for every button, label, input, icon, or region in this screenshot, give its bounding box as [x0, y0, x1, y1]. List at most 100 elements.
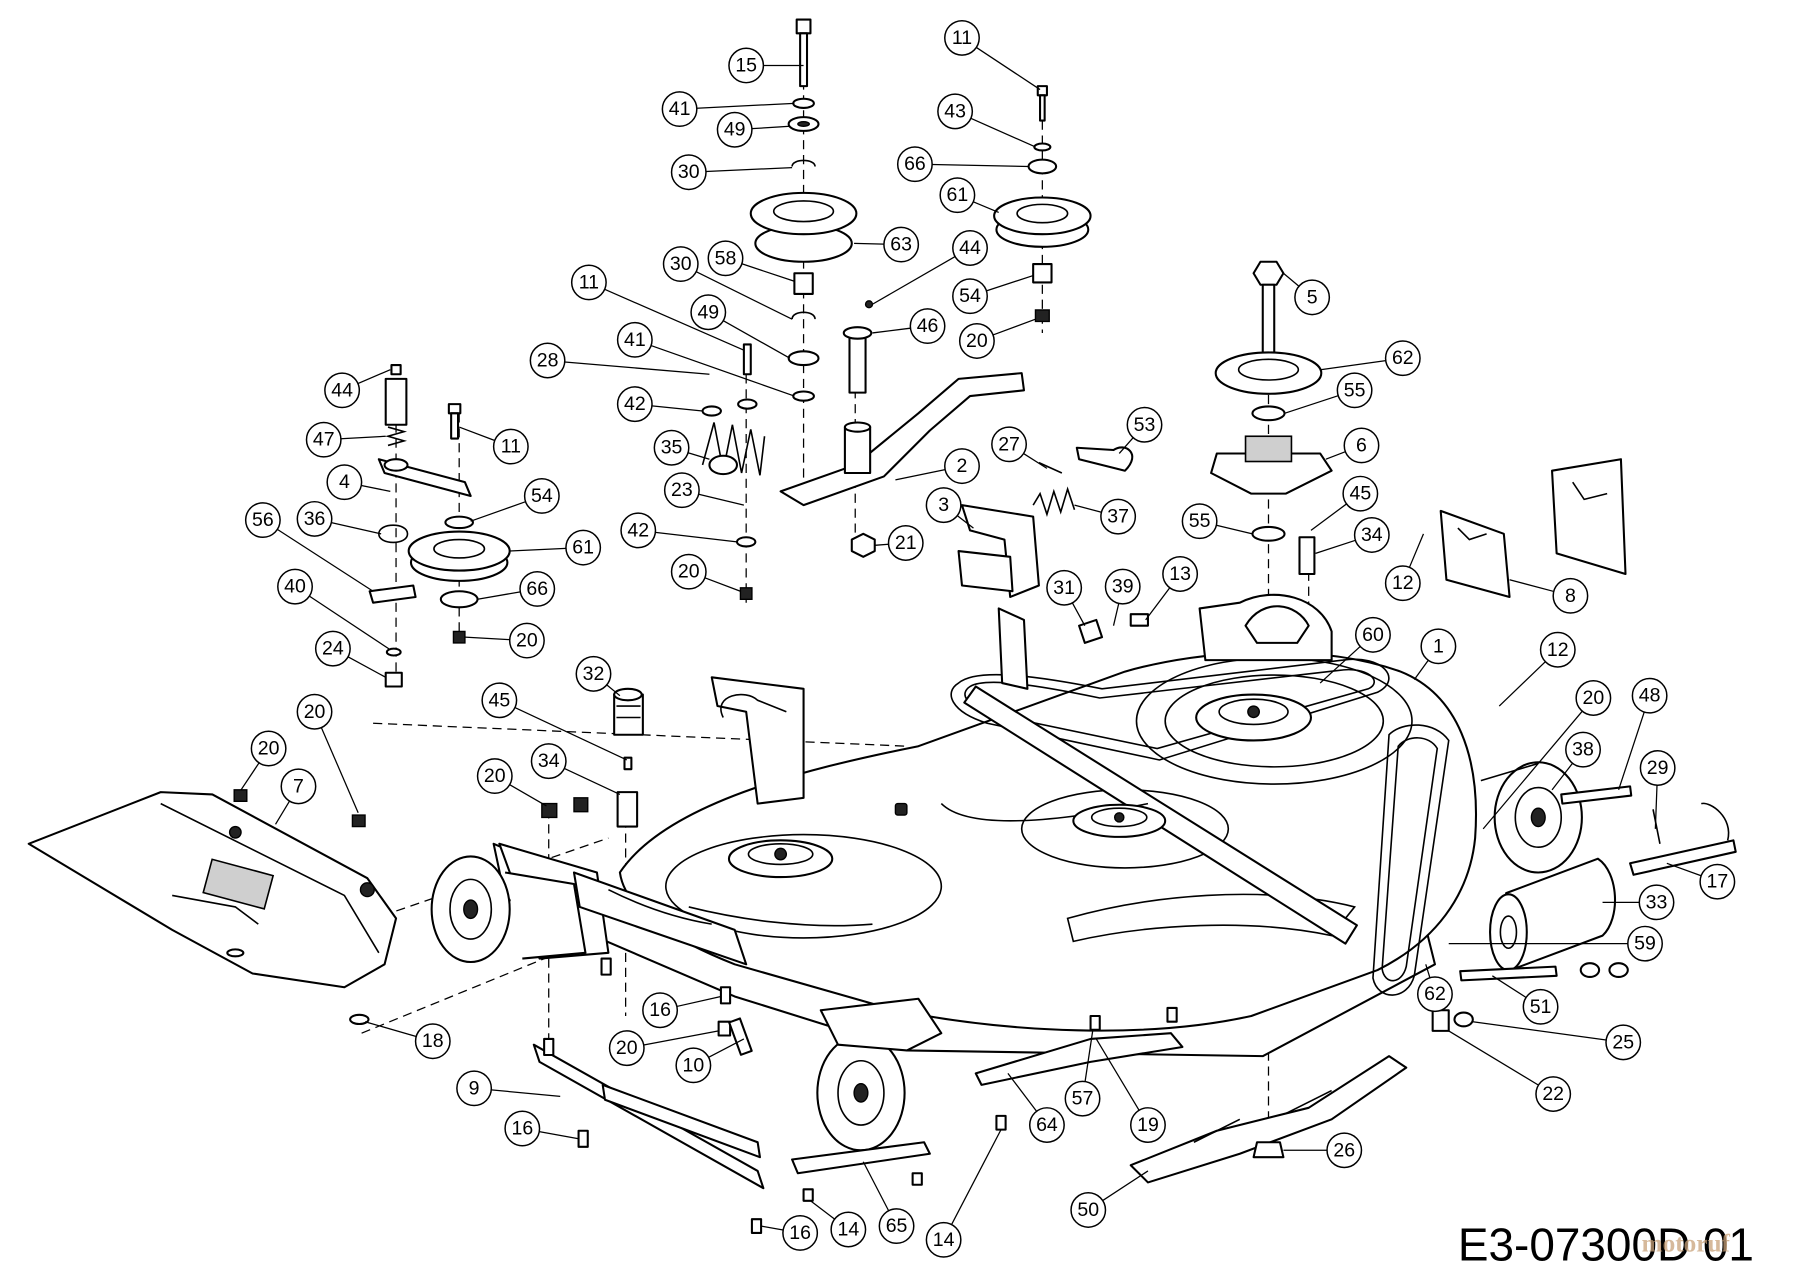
callout-39: 39: [1104, 568, 1141, 626]
callout-number: 3: [938, 494, 949, 516]
leader-line: [320, 727, 359, 814]
callout-56: 56: [244, 502, 374, 592]
callout-57: 57: [1064, 1029, 1101, 1117]
callout-34: 34: [530, 743, 621, 795]
callout-9: 9: [456, 1070, 561, 1107]
callout-circle: [250, 730, 287, 767]
callout-number: 20: [966, 330, 988, 352]
callout-circle: [296, 693, 333, 730]
callout-number: 54: [531, 485, 553, 507]
callout-circle: [896, 146, 933, 183]
leader-line: [810, 1200, 835, 1220]
leader-line: [1118, 437, 1134, 454]
callout-number: 26: [1333, 1139, 1355, 1161]
callout-number: 20: [258, 738, 280, 760]
callout-number: 4: [339, 471, 350, 493]
callout-circle: [244, 502, 281, 539]
callout-number: 44: [959, 237, 981, 259]
leader-line: [491, 1089, 561, 1097]
callout-circle: [529, 342, 566, 379]
callout-number: 44: [331, 379, 353, 401]
callout-number: 35: [661, 437, 683, 459]
callout-circle: [456, 1070, 493, 1107]
callout-circle: [305, 421, 342, 458]
callout-circle: [830, 1211, 867, 1248]
callout-circle: [1416, 976, 1453, 1013]
callout-11: 11: [458, 426, 529, 465]
callout-number: 64: [1036, 1114, 1058, 1136]
idler-pulley-stack-right: [993, 85, 1092, 323]
callout-number: 18: [422, 1030, 444, 1052]
leader-line: [277, 528, 374, 592]
callout-28: 28: [529, 342, 710, 379]
callout-6: 6: [1325, 427, 1380, 464]
leader-line: [509, 547, 566, 552]
callout-circle: [1384, 565, 1421, 602]
callout-48: 48: [1618, 677, 1668, 791]
callout-circle: [492, 428, 529, 465]
baffles-and-blade: [532, 962, 1629, 1190]
callout-circle: [1699, 863, 1736, 900]
callout-number: 45: [1349, 483, 1371, 505]
callout-number: 7: [293, 775, 304, 797]
callout-25: 25: [1472, 1021, 1642, 1061]
callout-61: 61: [939, 177, 999, 214]
callout-circle: [707, 240, 744, 277]
callout-circle: [1100, 498, 1137, 535]
leader-line: [309, 595, 391, 651]
callout-circle: [1336, 372, 1373, 409]
callout-17: 17: [1666, 862, 1736, 900]
callout-circle: [958, 323, 995, 359]
callout-5: 5: [1283, 272, 1331, 316]
leader-line: [458, 426, 495, 442]
brackets: [957, 446, 1627, 690]
callout-circle: [1420, 628, 1457, 665]
callout-circle: [1384, 340, 1421, 377]
leader-line: [357, 369, 391, 385]
leader-line: [364, 1021, 417, 1038]
callout-35: 35: [653, 429, 710, 466]
callout-number: 12: [1547, 639, 1569, 661]
callout-55: 55: [1181, 503, 1253, 540]
callout-circle: [662, 246, 699, 283]
callout-16: 16: [642, 992, 722, 1029]
callout-1: 1: [1413, 628, 1457, 680]
callout-circle: [326, 464, 363, 501]
callout-circle: [937, 93, 974, 130]
callout-number: 20: [678, 561, 700, 583]
callout-number: 20: [616, 1037, 638, 1059]
callout-24: 24: [314, 630, 387, 678]
callout-14: 14: [925, 1129, 1002, 1258]
leader-line: [331, 522, 382, 535]
callout-circle: [925, 1221, 962, 1258]
callout-number: 8: [1565, 585, 1576, 607]
callout-circle: [280, 768, 317, 805]
callout-number: 30: [678, 161, 700, 183]
callout-number: 46: [917, 315, 939, 337]
callout-32: 32: [575, 655, 621, 697]
callout-number: 27: [998, 433, 1020, 455]
callout-circle: [565, 529, 602, 566]
callout-number: 40: [284, 576, 306, 598]
callout-number: 32: [583, 663, 605, 685]
callout-3: 3: [925, 487, 974, 529]
leader-line: [240, 762, 260, 791]
leader-line: [1666, 862, 1702, 877]
callout-number: 31: [1053, 577, 1075, 599]
callout-number: 2: [957, 455, 968, 477]
callout-11: 11: [570, 264, 745, 351]
leader-line: [1145, 587, 1171, 621]
callout-number: 15: [735, 54, 757, 76]
watermark: motoruf: [1642, 1229, 1731, 1257]
callout-circle: [481, 682, 518, 719]
callout-circle: [670, 154, 707, 191]
callout-number: 14: [837, 1218, 859, 1240]
callout-number: 16: [789, 1222, 811, 1244]
leader-line: [1425, 964, 1431, 978]
callout-circle: [939, 177, 976, 214]
callout-45: 45: [481, 682, 628, 761]
leader-line: [872, 256, 956, 305]
callout-20: 20: [240, 730, 287, 791]
leader-line: [1408, 533, 1425, 568]
callout-circle: [1126, 406, 1163, 443]
